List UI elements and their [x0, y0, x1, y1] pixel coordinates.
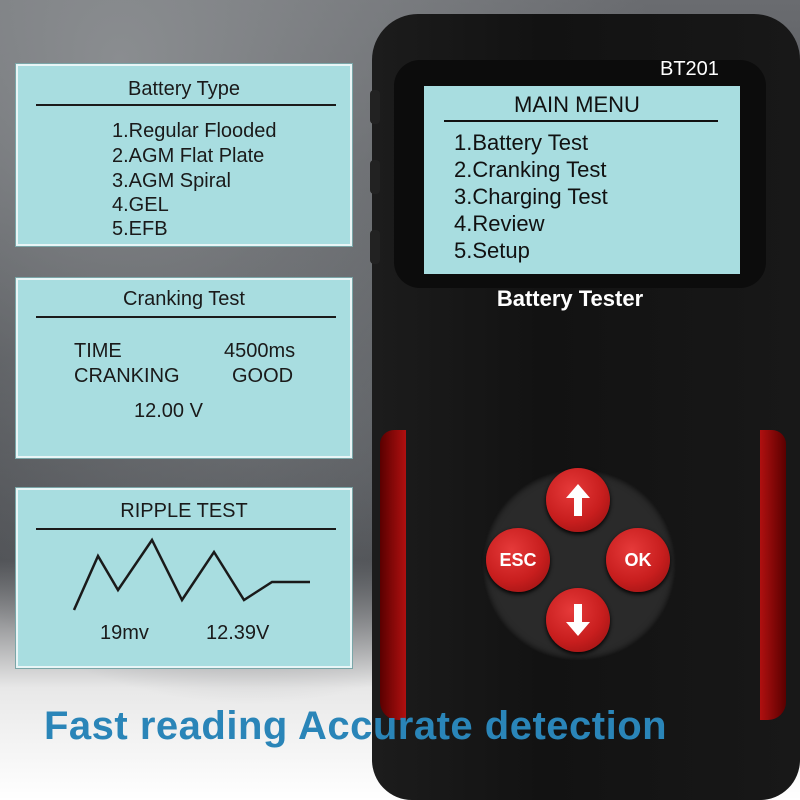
battery-type-divider: [36, 104, 336, 106]
ripple-value: 19mv: [100, 622, 149, 644]
side-button: [370, 230, 380, 264]
menu-item-review[interactable]: 4.Review: [454, 211, 545, 236]
battery-type-item: 3.AGM Spiral: [112, 170, 231, 192]
time-label: TIME: [74, 340, 122, 362]
menu-item-setup[interactable]: 5.Setup: [454, 238, 530, 263]
down-button[interactable]: [546, 588, 610, 652]
brand-label: Battery Tester: [496, 286, 644, 311]
left-red-grip: [380, 430, 406, 720]
main-menu-screen: MAIN MENU 1.Battery Test 2.Cranking Test…: [424, 86, 740, 274]
down-arrow-icon: [566, 604, 590, 636]
menu-item-cranking-test[interactable]: 2.Cranking Test: [454, 157, 607, 182]
menu-item-charging-test[interactable]: 3.Charging Test: [454, 184, 608, 209]
ripple-waveform: [72, 537, 310, 611]
time-value: 4500ms: [224, 340, 296, 362]
side-button: [370, 90, 380, 124]
cranking-value: GOOD: [232, 365, 294, 387]
ripple-test-panel: RIPPLE TEST 19mv 12.39V: [16, 488, 352, 668]
cranking-test-title: Cranking Test: [123, 288, 245, 310]
ripple-voltage: 12.39V: [206, 622, 270, 644]
main-menu-divider: [444, 120, 718, 122]
up-arrow-icon: [566, 484, 590, 516]
up-button[interactable]: [546, 468, 610, 532]
battery-type-item: 5.EFB: [112, 218, 168, 240]
battery-type-item: 4.GEL: [112, 194, 169, 216]
battery-type-title: Battery Type: [128, 78, 240, 100]
esc-button[interactable]: ESC: [486, 528, 550, 592]
side-button: [370, 160, 380, 194]
main-menu-title: MAIN MENU: [514, 92, 640, 117]
cranking-label: CRANKING: [74, 365, 180, 387]
cranking-test-divider: [36, 316, 336, 318]
battery-type-panel: Battery Type 1.Regular Flooded 2.AGM Fla…: [16, 64, 352, 246]
cranking-test-panel: Cranking Test TIME 4500ms CRANKING GOOD …: [16, 278, 352, 458]
ok-button[interactable]: OK: [606, 528, 670, 592]
model-label: BT201: [660, 58, 719, 80]
right-red-grip: [760, 430, 786, 720]
battery-type-item: 1.Regular Flooded: [112, 120, 277, 142]
menu-item-battery-test[interactable]: 1.Battery Test: [454, 130, 589, 155]
cranking-voltage: 12.00 V: [134, 400, 203, 422]
ripple-test-title: RIPPLE TEST: [120, 500, 248, 522]
ripple-test-divider: [36, 528, 336, 530]
tagline: Fast reading Accurate detection: [44, 704, 668, 748]
battery-type-item: 2.AGM Flat Plate: [112, 145, 265, 167]
